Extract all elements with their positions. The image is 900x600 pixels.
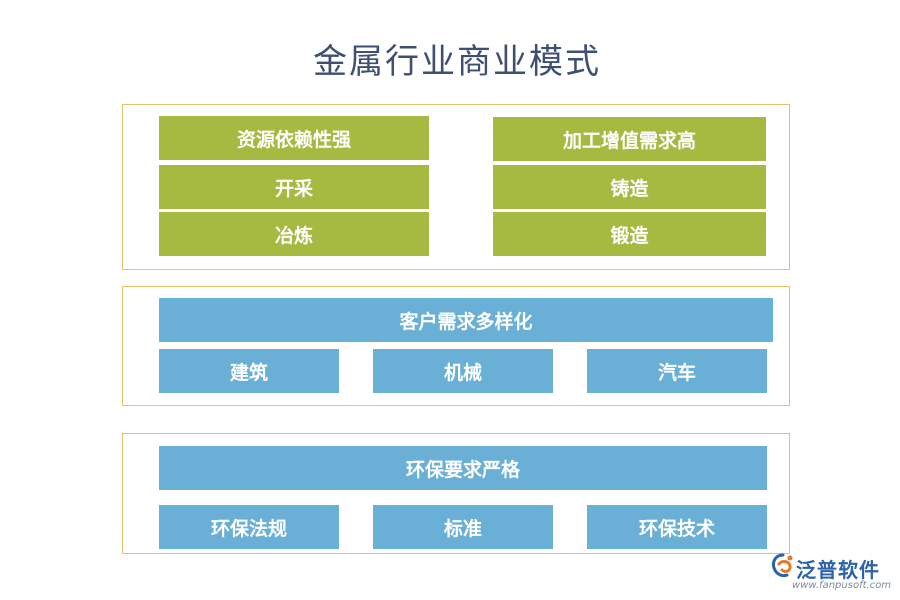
brand-logo: 泛普软件 www.fanpusoft.com [770, 552, 895, 596]
standards-box: 标准 [373, 505, 553, 549]
processing-value-header: 加工增值需求高 [493, 117, 766, 161]
logo-name: 泛普软件 [796, 558, 880, 582]
automotive-box: 汽车 [587, 349, 767, 393]
panel-resources: 资源依赖性强 开采 冶炼 加工增值需求高 铸造 锻造 [122, 104, 790, 270]
smelting-box: 冶炼 [159, 212, 429, 256]
casting-box: 铸造 [493, 165, 766, 209]
env-technology-box: 环保技术 [587, 505, 767, 549]
environmental-header: 环保要求严格 [159, 446, 767, 490]
logo-url: www.fanpusoft.com [792, 580, 892, 591]
forging-box: 锻造 [493, 212, 766, 256]
construction-box: 建筑 [159, 349, 339, 393]
page-title: 金属行业商业模式 [313, 42, 601, 82]
mining-box: 开采 [159, 165, 429, 209]
fanpu-logo-icon [772, 553, 793, 578]
panel-environmental: 环保要求严格 环保法规 标准 环保技术 [122, 433, 790, 554]
machinery-box: 机械 [373, 349, 553, 393]
customer-demand-header: 客户需求多样化 [159, 298, 773, 342]
panel-customer-demand: 客户需求多样化 建筑 机械 汽车 [122, 286, 790, 406]
env-regulations-box: 环保法规 [159, 505, 339, 549]
resource-dependency-header: 资源依赖性强 [159, 116, 429, 160]
